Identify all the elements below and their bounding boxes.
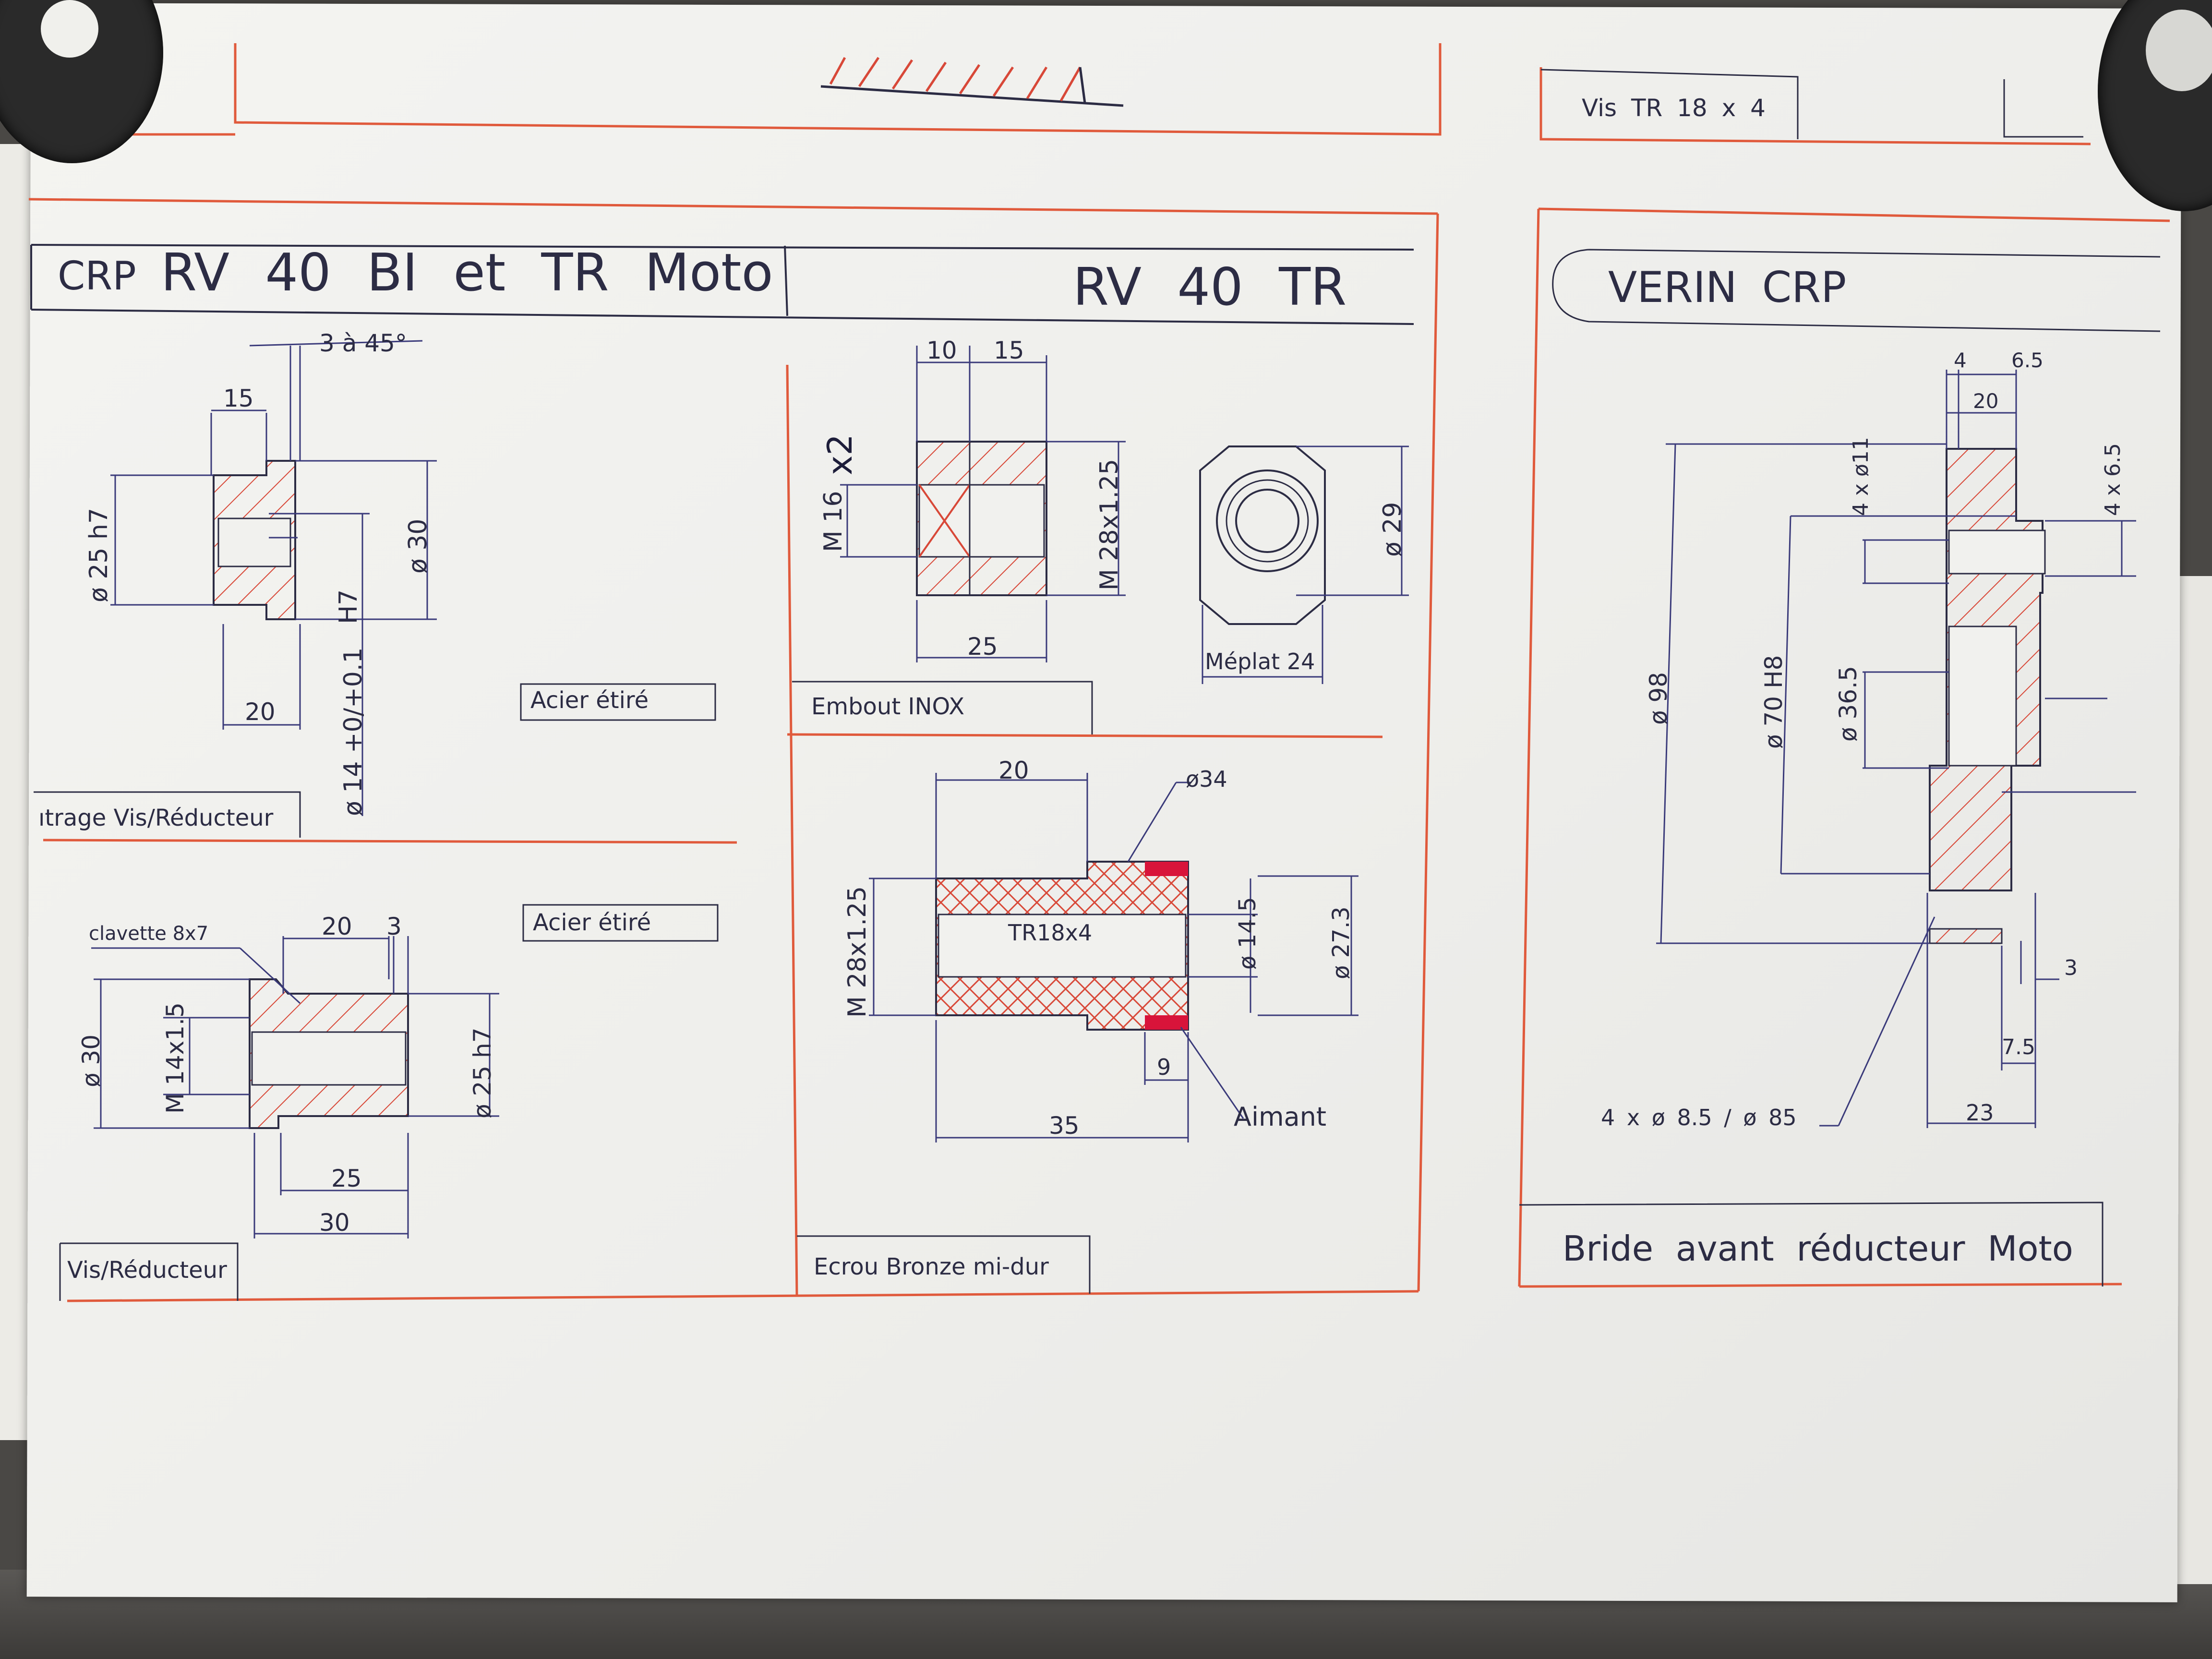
dim-br-holes11: 4 x ø11 — [1849, 437, 1873, 516]
dim-br-d70: ø 70 H8 — [1760, 655, 1788, 749]
dim-br-w4: 4 — [1954, 349, 1967, 372]
embout-caption-box — [792, 681, 1093, 734]
bride-drawing — [1656, 370, 2136, 1128]
dim-br-w3: 3 — [2064, 956, 2078, 980]
right-title: VERIN CRP — [1608, 263, 1847, 312]
dim-br-d365: ø 36.5 — [1834, 666, 1862, 742]
dim-br-holes65: 4 x 6.5 — [2101, 443, 2125, 516]
ecrou-caption: Ecrou Bronze mi-dur — [814, 1253, 1049, 1280]
dim-ec-w35: 35 — [1049, 1112, 1080, 1140]
vis-reducteur-drawing — [91, 936, 499, 1238]
dim-ec-w20: 20 — [998, 757, 1029, 784]
dim-w20: 20 — [245, 698, 276, 726]
dim-vr-d25: ø 25 h7 — [469, 1027, 496, 1118]
dim-emb-w10: 10 — [926, 337, 957, 364]
dim-vr-w20: 20 — [322, 913, 352, 940]
magnet-left — [0, 0, 163, 163]
dim-vr-thread: M 14x1.5 — [161, 1002, 189, 1114]
ecrou-caption-box — [797, 1235, 1091, 1294]
dim-ec-d145: ø 14.5 — [1234, 897, 1261, 970]
vis-reducteur-caption: Vis/Réducteur — [67, 1257, 227, 1284]
dim-br-d98: ø 98 — [1645, 672, 1672, 725]
dim-chamfer: 3 à 45° — [319, 329, 407, 357]
ground-symbol — [820, 57, 1124, 107]
dim-vr-w25: 25 — [331, 1165, 362, 1192]
title-right: RV 40 TR — [1073, 257, 1347, 317]
centrage-caption-box — [34, 791, 301, 838]
centrage-material: Acier étiré — [530, 687, 649, 714]
left-title-block — [30, 244, 1414, 325]
bride-caption: Bride avant réducteur Moto — [1563, 1228, 2073, 1269]
dim-bore-tol: ø 14 +0/+0.1 — [339, 647, 368, 816]
dim-w15: 15 — [223, 385, 254, 412]
title-prefix: CRP — [58, 253, 136, 299]
dim-br-w65: 6.5 — [2011, 349, 2044, 372]
dim-emb-thread-in: M 16 — [819, 491, 848, 552]
dim-vr-w30: 30 — [319, 1209, 350, 1237]
embout-drawing — [840, 346, 1409, 684]
dim-emb-w15: 15 — [994, 337, 1024, 364]
dim-h7: H7 — [334, 589, 363, 624]
dim-vr-w3: 3 — [386, 913, 402, 940]
dim-d30: ø 30 — [404, 518, 433, 574]
dim-emb-flat: Méplat 24 — [1205, 649, 1315, 674]
handwritten-note: x2 — [820, 434, 860, 475]
centrage-material-box — [520, 683, 716, 721]
right-title-block — [1519, 69, 2161, 1286]
dim-ec-tr: TR18x4 — [1008, 920, 1093, 946]
left-sheet-frame — [28, 43, 1442, 1302]
centrage-caption: ıtrage Vis/Réducteur — [38, 805, 274, 831]
dim-br-w23: 23 — [1966, 1100, 1994, 1126]
dim-vr-d30: ø 30 — [77, 1034, 105, 1087]
right-sheet-frame — [1518, 67, 2170, 1288]
vis-reducteur-material-box — [522, 904, 719, 942]
vis-reducteur-material: Acier étiré — [533, 909, 651, 936]
dim-d25h7: ø 25 h7 — [84, 507, 113, 602]
dim-br-w75: 7.5 — [2002, 1035, 2035, 1059]
dim-br-w20: 20 — [1973, 389, 1999, 413]
dim-emb-w25: 25 — [967, 633, 998, 661]
dim-clavette: clavette 8x7 — [89, 923, 209, 945]
dim-ec-d34: ø34 — [1186, 766, 1227, 792]
centrage-drawing — [110, 340, 437, 816]
dim-br-holes: 4 x ø 8.5 / ø 85 — [1601, 1105, 1797, 1130]
dim-ec-thread: M 28x1.25 — [843, 886, 872, 1018]
dim-ec-w9: 9 — [1157, 1054, 1171, 1080]
right-header-note: Vis TR 18 x 4 — [1582, 94, 1766, 122]
ecrou-drawing — [869, 773, 1358, 1142]
label-aimant: Aimant — [1234, 1102, 1327, 1132]
dim-ec-d273: ø 27.3 — [1328, 906, 1355, 980]
dim-emb-d29: ø 29 — [1378, 502, 1407, 557]
embout-caption: Embout INOX — [811, 693, 965, 720]
vis-reducteur-caption-box — [59, 1242, 239, 1301]
dim-emb-thread-out: M 28x1.25 — [1095, 458, 1124, 590]
title-main: RV 40 BI et TR Moto — [161, 243, 773, 303]
